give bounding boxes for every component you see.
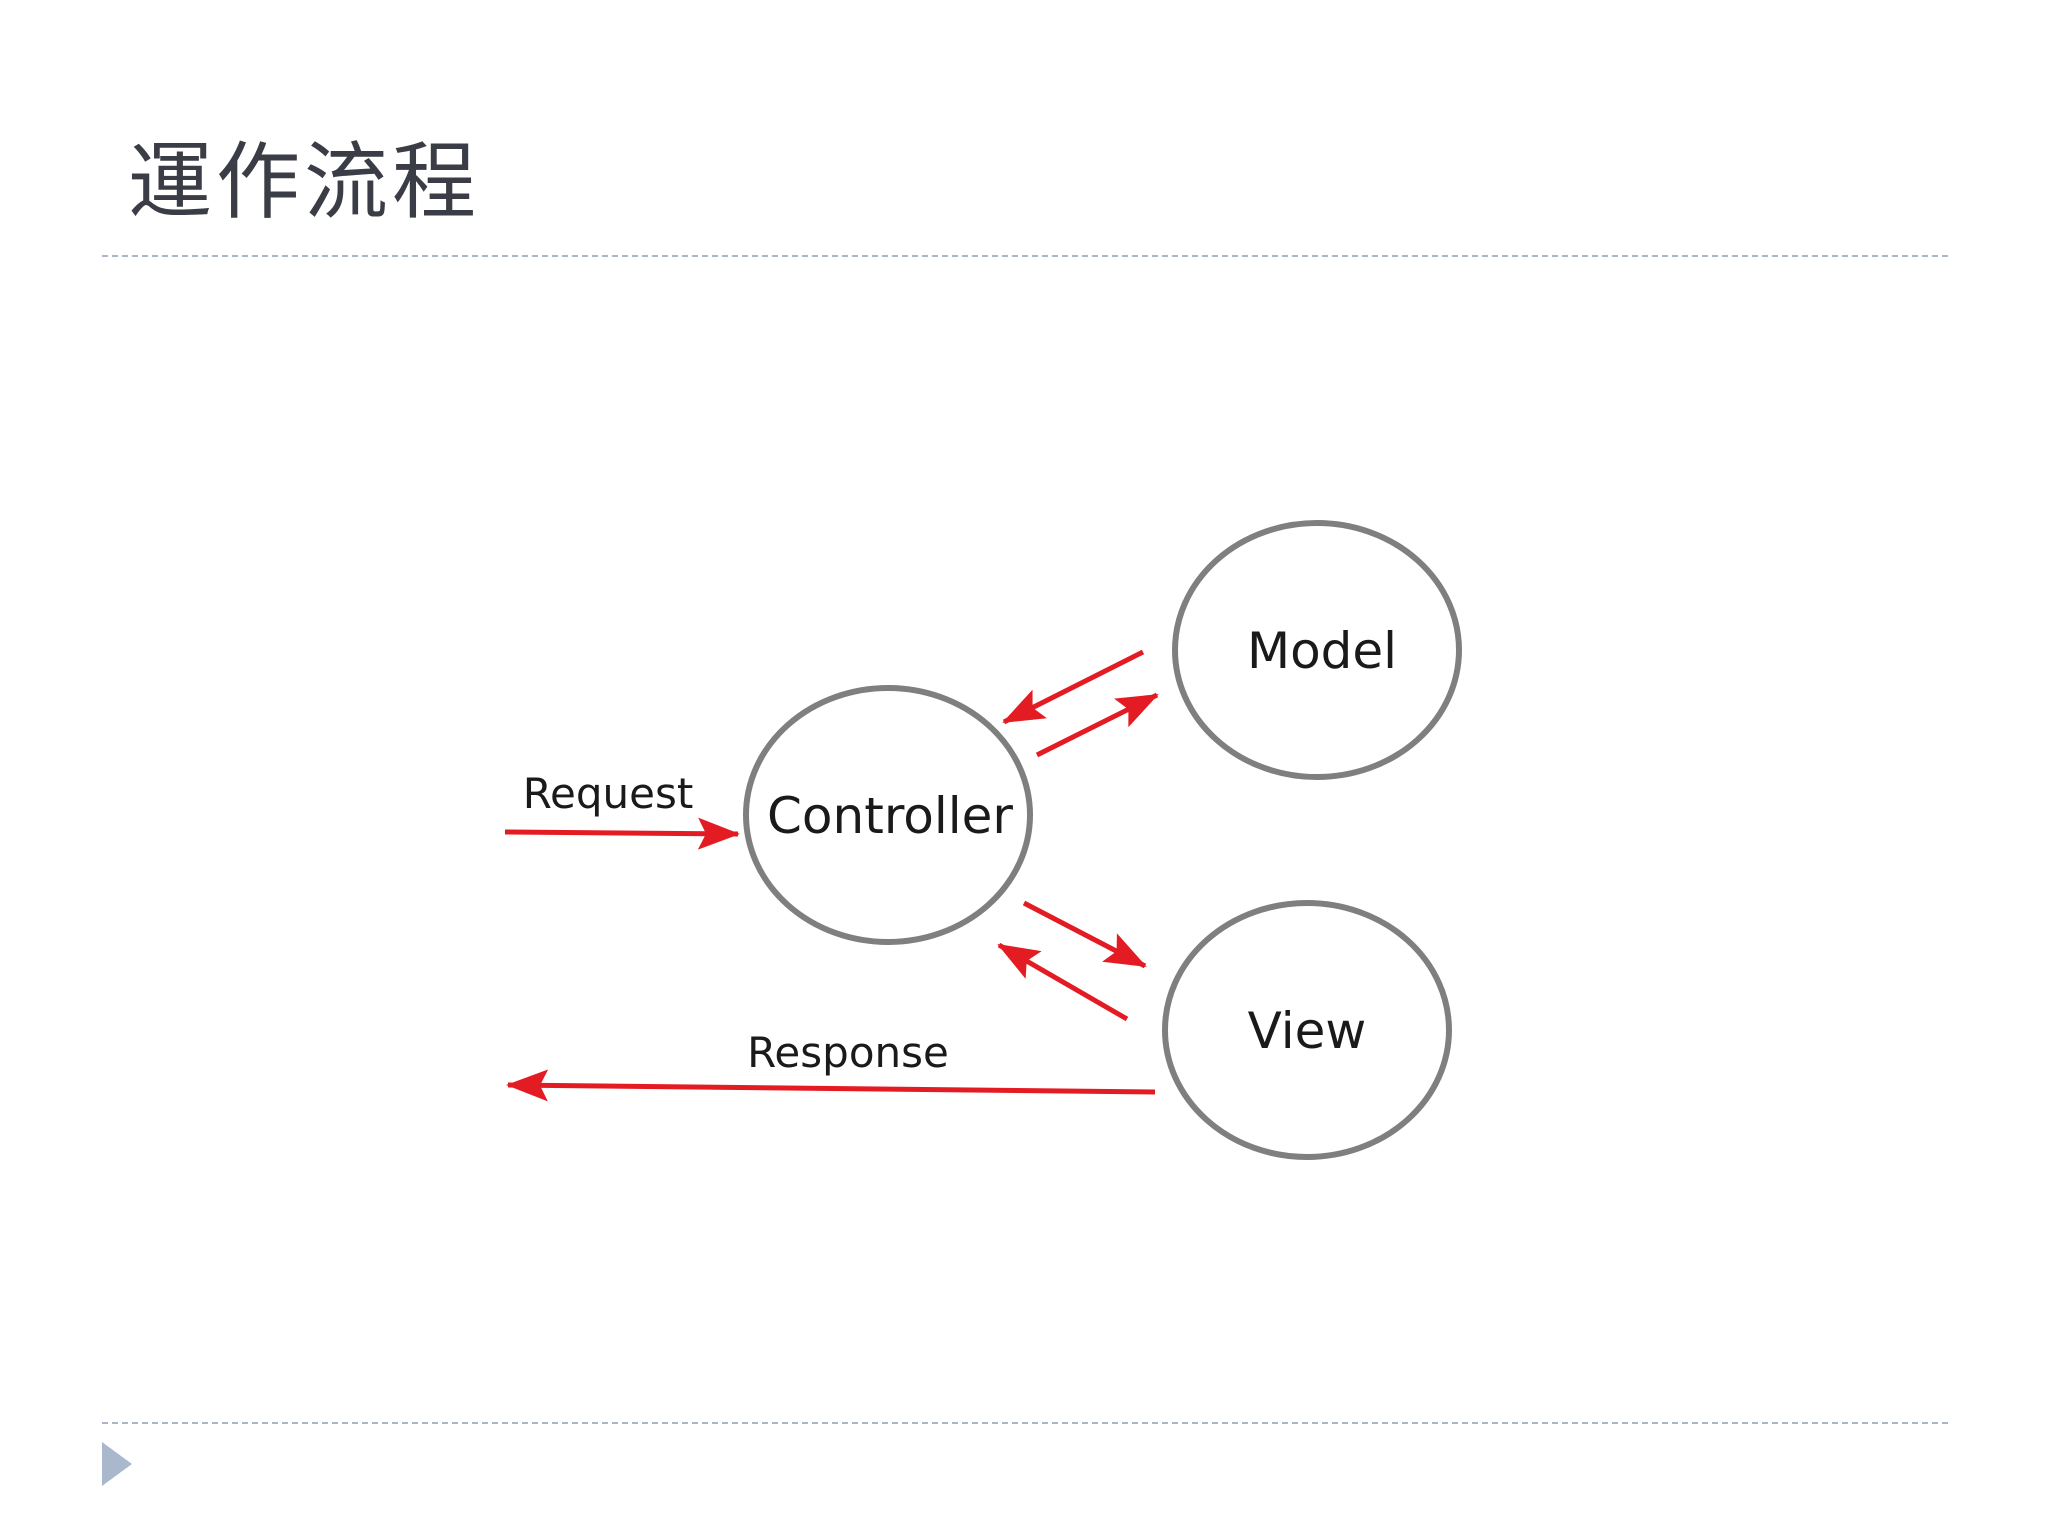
edge-controller-to-view <box>1022 900 1147 969</box>
edge-response: Response <box>506 1028 1156 1102</box>
edge-model-to-controller <box>1002 649 1145 725</box>
model-label: Model <box>1247 622 1397 680</box>
response-label: Response <box>747 1028 949 1077</box>
controller-to-model-arrow <box>1035 692 1159 758</box>
footer-divider <box>102 1422 1948 1424</box>
response-arrow <box>506 1069 1156 1102</box>
controller-label: Controller <box>767 787 1013 845</box>
view-circle <box>1162 900 1452 1160</box>
edge-view-to-controller <box>997 942 1129 1022</box>
model-circle <box>1172 520 1462 780</box>
model-to-controller-arrow <box>1002 649 1145 725</box>
controller-circle <box>743 685 1033 945</box>
view-to-controller-arrow <box>997 942 1129 1022</box>
slide-title: 運作流程 <box>128 133 481 231</box>
view-label: View <box>1248 1002 1367 1060</box>
play-triangle-icon <box>102 1442 132 1486</box>
node-view: View <box>1162 900 1452 1160</box>
controller-to-view-arrow <box>1022 900 1147 969</box>
request-arrow <box>504 817 740 850</box>
edge-controller-to-model <box>1035 692 1159 758</box>
title-divider <box>102 255 1948 257</box>
request-label: Request <box>523 769 694 818</box>
node-model: Model <box>1172 520 1462 780</box>
node-controller: Controller <box>743 685 1033 945</box>
edge-request: Request <box>504 769 740 850</box>
